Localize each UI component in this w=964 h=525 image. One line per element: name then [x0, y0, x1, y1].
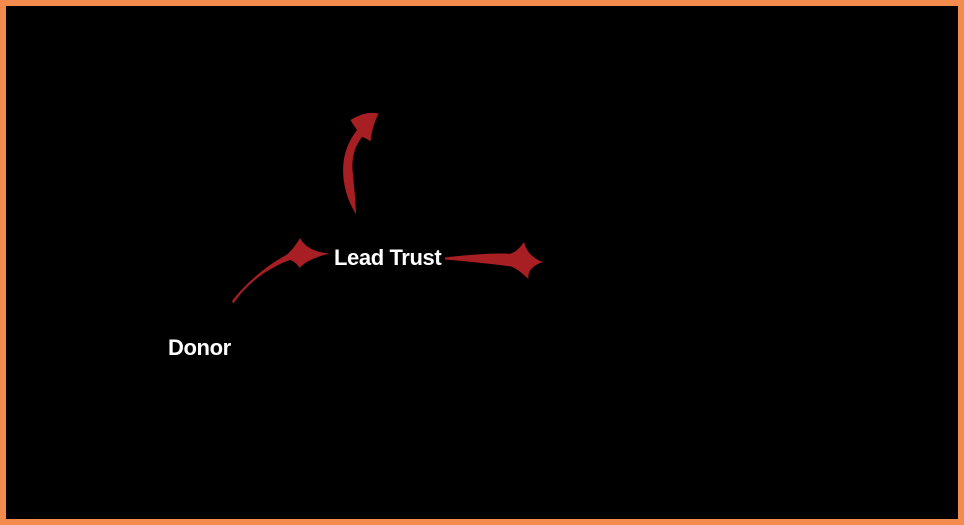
arrow-donor-to-lead-trust-icon [232, 238, 329, 304]
node-label-lead-trust: Lead Trust [334, 245, 442, 270]
node-label-donor: Donor [168, 335, 231, 360]
arrow-lead-trust-upward-icon [343, 112, 379, 214]
arrow-lead-trust-rightward-icon [445, 242, 543, 279]
